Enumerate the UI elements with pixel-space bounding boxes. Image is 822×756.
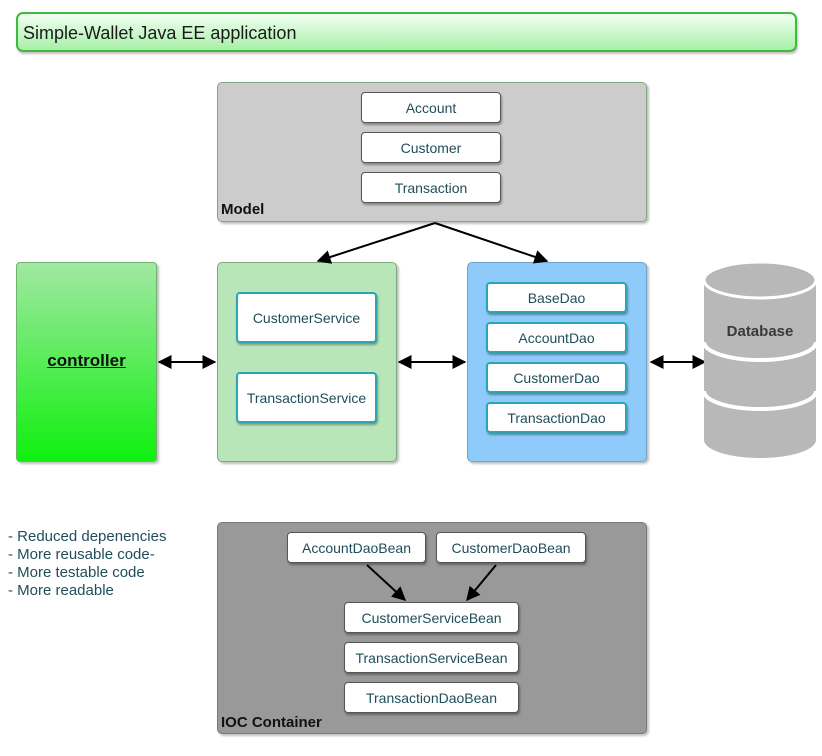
benefit-item: - More readable xyxy=(8,582,114,599)
customer-dao-bean-box: CustomerDaoBean xyxy=(436,532,586,563)
benefit-item: - More reusable code- xyxy=(8,546,155,563)
model-to-dao-arrow xyxy=(434,222,549,264)
model-customer-box: Customer xyxy=(361,132,501,163)
ioc-container-label: IOC Container xyxy=(221,714,322,731)
title-banner: Simple-Wallet Java EE application xyxy=(16,12,797,52)
account-bean-arrow xyxy=(366,564,407,601)
customer-bean-arrow xyxy=(466,564,497,602)
transaction-dao-bean-box: TransactionDaoBean xyxy=(344,682,519,713)
customer-dao-box: CustomerDao xyxy=(486,362,627,393)
model-transaction-box: Transaction xyxy=(361,172,501,203)
transaction-dao-box: TransactionDao xyxy=(486,402,627,433)
base-dao-box: BaseDao xyxy=(486,282,627,313)
controller-label: controller xyxy=(47,351,126,370)
customer-service-bean-box: CustomerServiceBean xyxy=(344,602,519,633)
account-dao-bean-box: AccountDaoBean xyxy=(287,532,426,563)
model-account-box: Account xyxy=(361,92,501,123)
model-to-service-arrow xyxy=(316,222,436,264)
transaction-service-box: TransactionService xyxy=(236,372,377,423)
benefits-list: - Reduced depenencies - More reusable co… xyxy=(8,528,166,600)
database-icon xyxy=(702,260,818,458)
benefit-item: - More testable code xyxy=(8,564,145,581)
account-dao-box: AccountDao xyxy=(486,322,627,353)
benefit-item: - Reduced depenencies xyxy=(8,528,167,545)
diagram-title: Simple-Wallet Java EE application xyxy=(23,23,297,43)
controller-box: controller xyxy=(16,262,157,462)
transaction-service-bean-box: TransactionServiceBean xyxy=(344,642,519,673)
customer-service-box: CustomerService xyxy=(236,292,377,343)
database-label: Database xyxy=(726,323,794,340)
model-label: Model xyxy=(221,201,265,218)
